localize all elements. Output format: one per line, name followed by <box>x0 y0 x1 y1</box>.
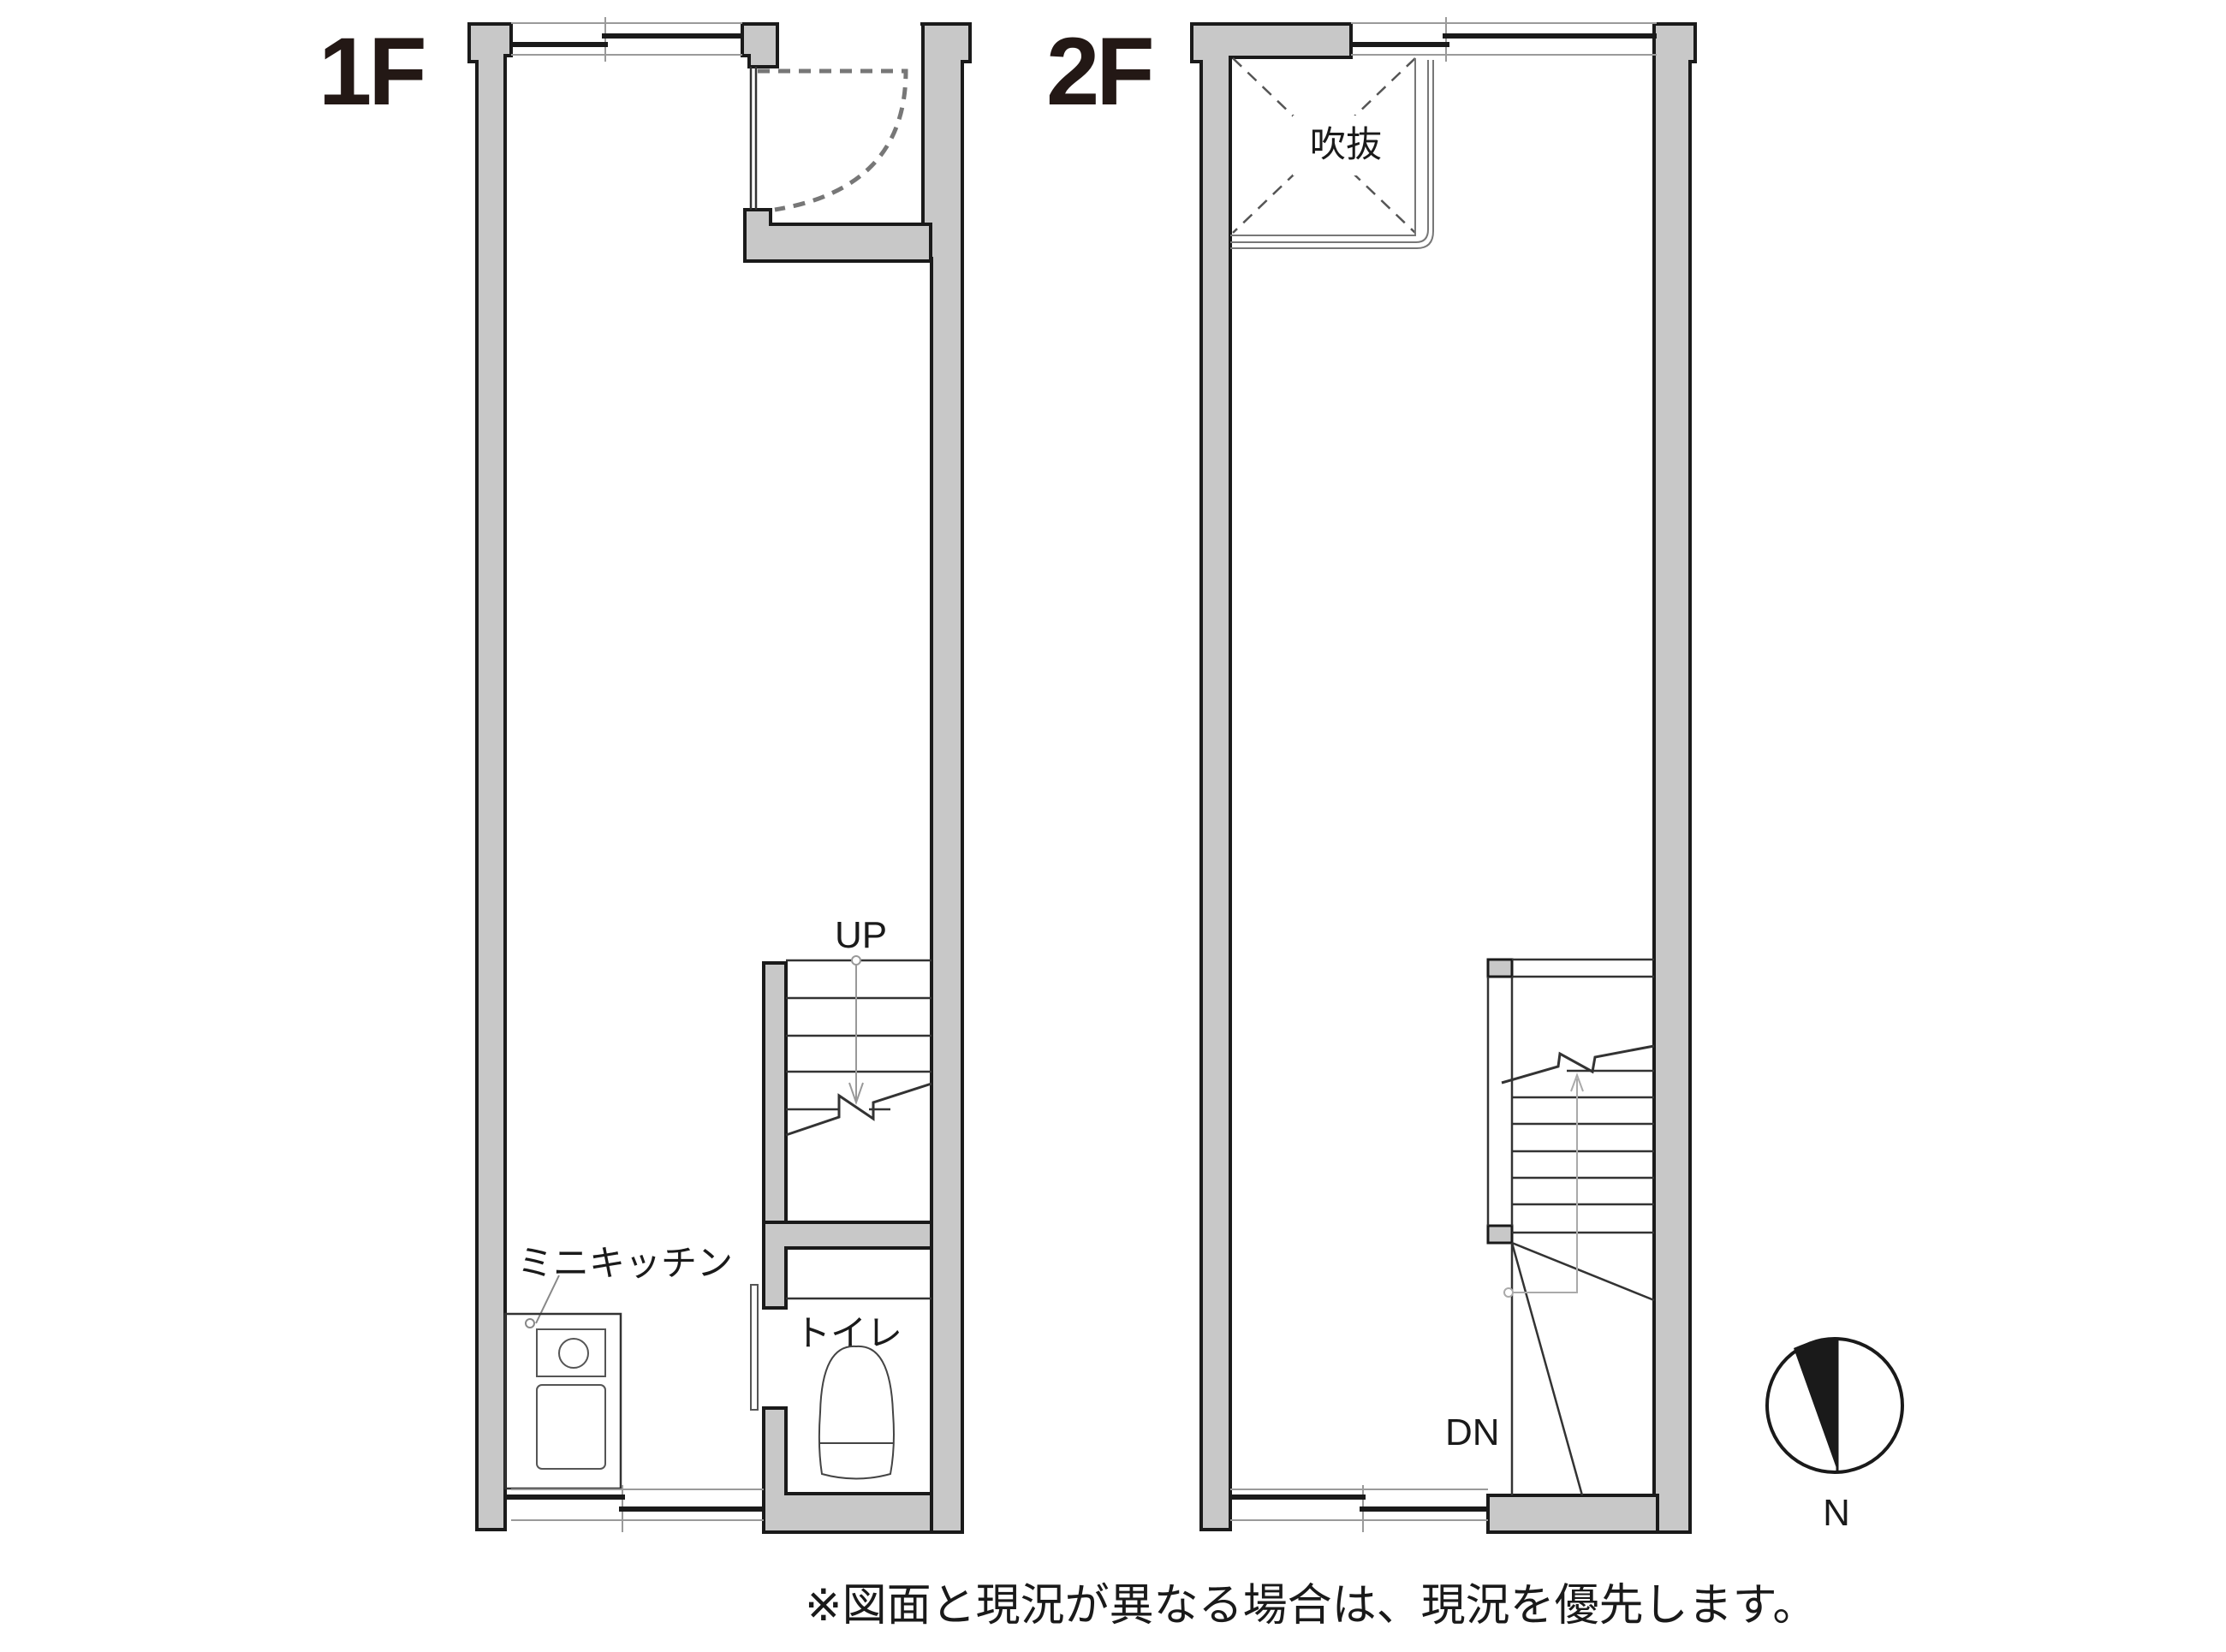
toilet: トイレ <box>786 1297 931 1480</box>
stair-label-dn: DN <box>1445 1411 1500 1453</box>
room-label-toilet: トイレ <box>795 1312 902 1354</box>
stair-1f: UP <box>785 914 932 1137</box>
newel-post-bottom <box>1486 1224 1514 1245</box>
wall-1f-toilet-top <box>762 1221 933 1310</box>
mini-kitchen: ミニキッチン <box>503 1242 733 1490</box>
door-swing-1f <box>758 68 908 212</box>
room-label-mini-kitchen: ミニキッチン <box>517 1242 733 1284</box>
wall-2f-right <box>1652 22 1697 1534</box>
wall-2f-left <box>1190 22 1353 1531</box>
wall-1f-left <box>467 22 513 1531</box>
wall-2f-bottom <box>1486 1494 1659 1534</box>
disclaimer-note: ※図面と現況が異なる場合は、現況を優先します。 <box>805 1580 1817 1631</box>
wall-1f-toilet-left <box>762 1406 933 1534</box>
pillar-1f-top-mid <box>741 22 779 68</box>
floor-label-1f: 1F <box>318 18 424 125</box>
compass-label-n: N <box>1823 1492 1850 1534</box>
handrail-void <box>1230 60 1429 243</box>
stair-2f: DN <box>1445 958 1655 1496</box>
newel-post-top <box>1486 958 1514 978</box>
room-label-void: 吹抜 <box>1310 123 1382 165</box>
floor-plan-1f: 1F UP <box>318 17 972 1534</box>
floor-label-2f: 2F <box>1046 18 1152 125</box>
stair-label-up: UP <box>835 914 887 956</box>
floor-plan-2f: 2F 吹抜 <box>1046 17 1697 1534</box>
north-arrow-icon: N <box>1765 1337 1904 1534</box>
void-opening: 吹抜 <box>1230 57 1434 249</box>
wall-1f-entrance <box>743 208 932 263</box>
wall-1f-right <box>920 22 972 1534</box>
